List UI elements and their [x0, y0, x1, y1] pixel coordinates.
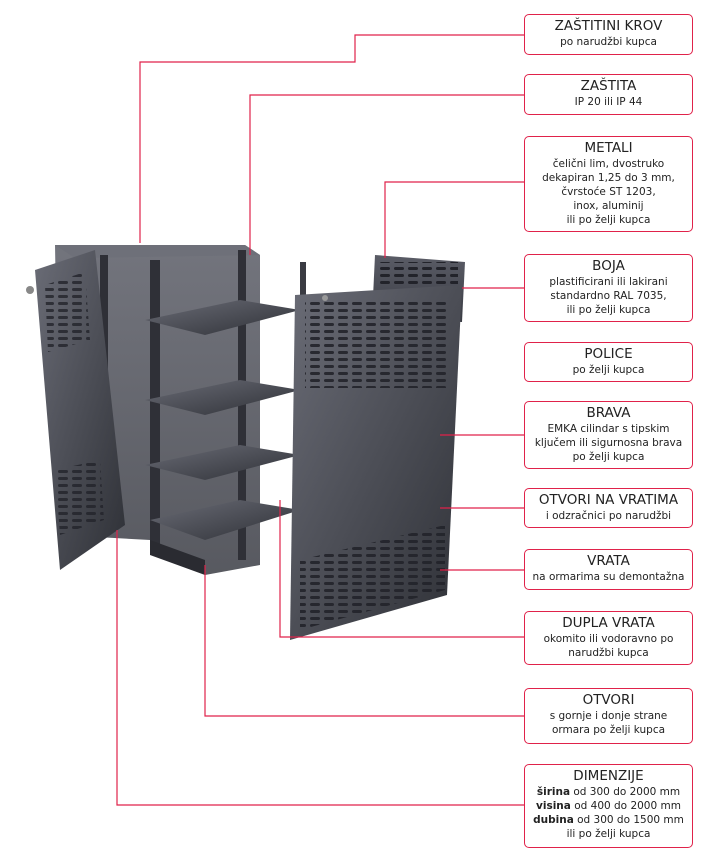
label-dupla-vrata: DUPLA VRATA okomito ili vodoravno po nar…: [524, 611, 693, 665]
label-otvori: OTVORI s gornje i donje strane ormara po…: [524, 688, 693, 744]
label-line: ključem ili sigurnosna brava: [534, 437, 683, 449]
cabinet-illustration: [26, 245, 465, 640]
label-line: s gornje i donje strane: [549, 710, 668, 722]
label-title: OTVORI: [582, 692, 635, 708]
dim-key: širina: [536, 786, 571, 798]
dim-width: širina od 300 do 2000 mm: [525, 785, 692, 799]
shelves: [145, 300, 300, 575]
leader-lines: [116, 34, 524, 806]
label-line: okomito ili vodoravno po: [543, 633, 674, 645]
dim-value: od 400 do 2000 mm: [570, 800, 681, 812]
label-line: dekapiran 1,25 do 3 mm,: [542, 172, 675, 184]
label-line: ili po želji kupca: [566, 214, 651, 226]
label-title: DIMENZIJE: [573, 768, 644, 784]
dim-value: od 300 do 1500 mm: [573, 814, 684, 826]
dim-value: od 300 do 2000 mm: [570, 786, 681, 798]
label-vrata: VRATA na ormarima su demontažna: [524, 549, 693, 590]
dim-height: visina od 400 do 2000 mm: [525, 799, 692, 813]
label-title: METALI: [584, 140, 633, 156]
label-title: BRAVA: [586, 405, 631, 421]
dim-key: visina: [536, 800, 571, 812]
label-title: BOJA: [592, 258, 625, 274]
label-line: po želji kupca: [572, 364, 645, 376]
label-dimenzije: DIMENZIJE širina od 300 do 2000 mm visin…: [524, 764, 693, 848]
label-metali: METALI čelični lim, dvostruko dekapiran …: [524, 136, 693, 232]
label-line: ormara po želji kupca: [551, 724, 666, 736]
label-title: ZAŠTITA: [580, 78, 637, 94]
label-line: EMKA cilindar s tipskim: [547, 423, 670, 435]
label-title: ZAŠTITINI KROV: [554, 18, 663, 34]
label-zastitini-krov: ZAŠTITINI KROV po narudžbi kupca: [524, 14, 693, 55]
label-line: na ormarima su demontažna: [532, 571, 685, 583]
label-zastita: ZAŠTITA IP 20 ili IP 44: [524, 74, 693, 115]
left-door: [26, 250, 125, 570]
label-line: i odzračnici po narudžbi: [545, 510, 672, 522]
label-line: ili po želji kupca: [566, 304, 651, 316]
right-door: [290, 285, 462, 640]
label-line: plastificirani ili lakirani: [549, 276, 668, 288]
label-title: OTVORI NA VRATIMA: [538, 492, 679, 508]
label-line: inox, aluminij: [573, 200, 644, 212]
label-line: čvrstoće ST 1203,: [561, 186, 656, 198]
dim-depth: dubina od 300 do 1500 mm: [525, 813, 692, 827]
label-line: po želji kupca: [572, 451, 645, 463]
label-line: standardno RAL 7035,: [550, 290, 667, 302]
label-title: VRATA: [587, 553, 630, 569]
label-title: DUPLA VRATA: [562, 615, 655, 631]
label-line: ili po želji kupca: [566, 828, 651, 840]
label-title: POLICE: [584, 346, 633, 362]
label-line: narudžbi kupca: [568, 647, 649, 659]
label-police: POLICE po želji kupca: [524, 342, 693, 382]
label-line: IP 20 ili IP 44: [574, 96, 643, 108]
dim-key: dubina: [533, 814, 574, 826]
label-line: čelični lim, dvostruko: [552, 158, 665, 170]
label-otvori-na-vratima: OTVORI NA VRATIMA i odzračnici po narudž…: [524, 488, 693, 528]
label-boja: BOJA plastificirani ili lakirani standar…: [524, 254, 693, 322]
label-brava: BRAVA EMKA cilindar s tipskim ključem il…: [524, 401, 693, 469]
label-line: po narudžbi kupca: [560, 36, 657, 48]
